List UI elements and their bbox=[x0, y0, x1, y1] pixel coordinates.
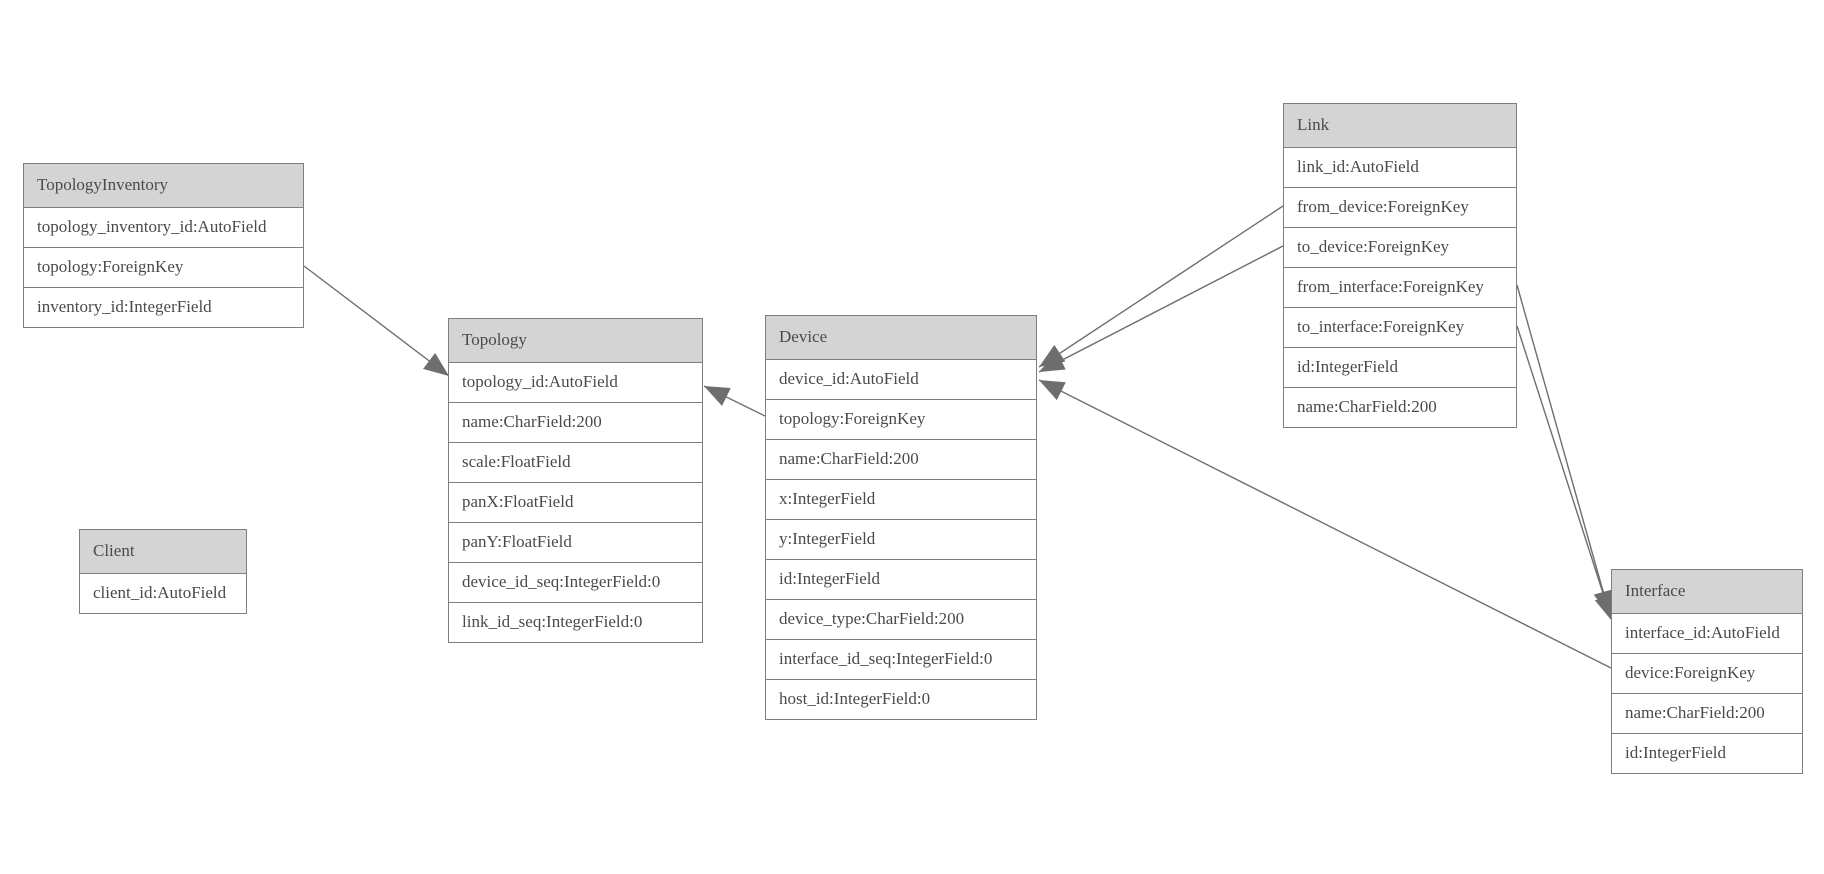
entity-title-topology: Topology bbox=[449, 319, 702, 362]
entity-field-row: client_id:AutoField bbox=[80, 573, 246, 613]
entity-field-row: id:IntegerField bbox=[1284, 347, 1516, 387]
entity-field-row: y:IntegerField bbox=[766, 519, 1036, 559]
entity-field-row: link_id_seq:IntegerField:0 bbox=[449, 602, 702, 642]
entity-field-row: from_interface:ForeignKey bbox=[1284, 267, 1516, 307]
entity-field-row: id:IntegerField bbox=[1612, 733, 1802, 773]
entity-title-device: Device bbox=[766, 316, 1036, 359]
entity-field-row: interface_id:AutoField bbox=[1612, 613, 1802, 653]
entity-field-row: name:CharField:200 bbox=[1612, 693, 1802, 733]
entity-field-row: name:CharField:200 bbox=[766, 439, 1036, 479]
entity-title-interface: Interface bbox=[1612, 570, 1802, 613]
entity-field-row: device:ForeignKey bbox=[1612, 653, 1802, 693]
entity-title-link: Link bbox=[1284, 104, 1516, 147]
entity-field-row: device_type:CharField:200 bbox=[766, 599, 1036, 639]
entity-field-row: id:IntegerField bbox=[766, 559, 1036, 599]
entity-field-row: topology:ForeignKey bbox=[766, 399, 1036, 439]
entity-field-row: panX:FloatField bbox=[449, 482, 702, 522]
entity-field-row: topology_id:AutoField bbox=[449, 362, 702, 402]
entity-field-row: panY:FloatField bbox=[449, 522, 702, 562]
entity-field-row: link_id:AutoField bbox=[1284, 147, 1516, 187]
entity-field-row: interface_id_seq:IntegerField:0 bbox=[766, 639, 1036, 679]
entity-field-row: topology_inventory_id:AutoField bbox=[24, 207, 303, 247]
entity-field-row: device_id_seq:IntegerField:0 bbox=[449, 562, 702, 602]
relationship-link-to-interface-to-interface bbox=[1516, 325, 1614, 622]
entity-title-client: Client bbox=[80, 530, 246, 573]
entity-field-row: scale:FloatField bbox=[449, 442, 702, 482]
entity-field-row: to_interface:ForeignKey bbox=[1284, 307, 1516, 347]
entity-field-row: inventory_id:IntegerField bbox=[24, 287, 303, 327]
entity-field-row: name:CharField:200 bbox=[1284, 387, 1516, 427]
entity-field-row: topology:ForeignKey bbox=[24, 247, 303, 287]
relationship-device-topology-to-topology bbox=[703, 385, 766, 417]
entity-field-row: to_device:ForeignKey bbox=[1284, 227, 1516, 267]
relationship-topologyinventory-topology-to-topology bbox=[303, 265, 450, 377]
entity-field-row: device_id:AutoField bbox=[766, 359, 1036, 399]
entity-title-topology-inventory: TopologyInventory bbox=[24, 164, 303, 207]
relationship-link-to-device-to-device bbox=[1038, 245, 1284, 373]
relationship-link-from-device-to-device bbox=[1038, 205, 1284, 368]
entity-field-row: from_device:ForeignKey bbox=[1284, 187, 1516, 227]
entity-field-row: name:CharField:200 bbox=[449, 402, 702, 442]
entity-field-row: host_id:IntegerField:0 bbox=[766, 679, 1036, 719]
relationship-link-from-interface-to-interface bbox=[1516, 284, 1613, 617]
entity-field-row: x:IntegerField bbox=[766, 479, 1036, 519]
